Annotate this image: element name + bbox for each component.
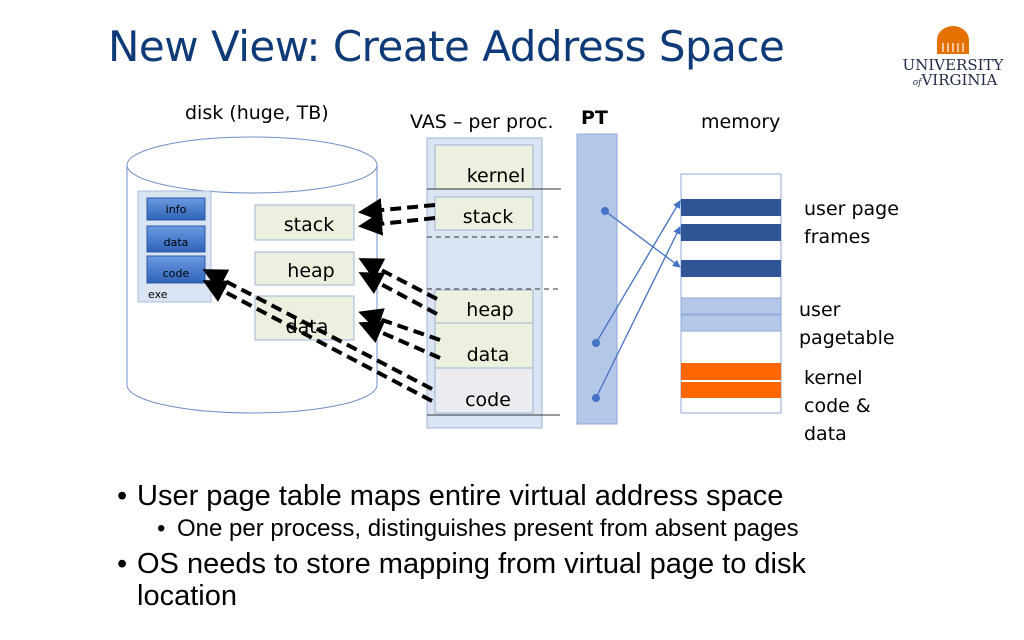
slide-title: New View: Create Address Space [108, 22, 785, 71]
kernel-label-3: data [804, 423, 847, 445]
exe-label: exe [148, 288, 168, 301]
bullet-list: •User page table maps entire virtual add… [117, 480, 877, 612]
sub-bullet-item: •One per process, distinguishes present … [157, 515, 799, 542]
university-logo: UNIVERSITY ofVIRGINIA [893, 18, 1013, 92]
svg-text:ofVIRGINIA: ofVIRGINIA [913, 71, 998, 88]
vas-kernel: kernel [467, 165, 526, 187]
vas-data: data [467, 344, 510, 366]
memory-label: memory [701, 111, 780, 133]
disk-data: data [286, 316, 329, 338]
kernel-label-2: code & [804, 395, 871, 417]
exe-file: info data code exe [137, 190, 212, 303]
user-pagetable-label-2: pagetable [799, 327, 895, 349]
vas-stack: stack [463, 206, 513, 228]
user-frames-label-2: frames [804, 226, 870, 248]
page-table-arrows [592, 200, 681, 402]
address-space-diagram: disk (huge, TB) VAS – per proc. PT memor… [126, 102, 899, 445]
pt-label: PT [581, 107, 608, 129]
page-table [576, 133, 618, 425]
exe-info-section: info [166, 203, 187, 216]
disk-heap: heap [287, 260, 334, 282]
exe-code-section: code [163, 267, 190, 280]
bullet-item: •OS needs to store mapping from virtual … [117, 548, 806, 612]
exe-data-section: data [164, 236, 189, 249]
vas-label: VAS – per proc. [410, 111, 554, 133]
disk-stack: stack [284, 214, 334, 236]
disk-label: disk (huge, TB) [185, 102, 329, 124]
vas-code: code [465, 389, 511, 411]
physical-memory [680, 173, 782, 414]
virtual-address-space [426, 137, 562, 429]
kernel-label-1: kernel [804, 367, 863, 389]
vas-heap: heap [466, 299, 513, 321]
user-frames-label-1: user page [804, 198, 899, 220]
disk-mapping-arrows [202, 198, 441, 403]
svg-text:UNIVERSITY: UNIVERSITY [903, 56, 1005, 74]
bullet-item: •User page table maps entire virtual add… [117, 480, 784, 512]
user-pagetable-label-1: user [799, 299, 841, 321]
